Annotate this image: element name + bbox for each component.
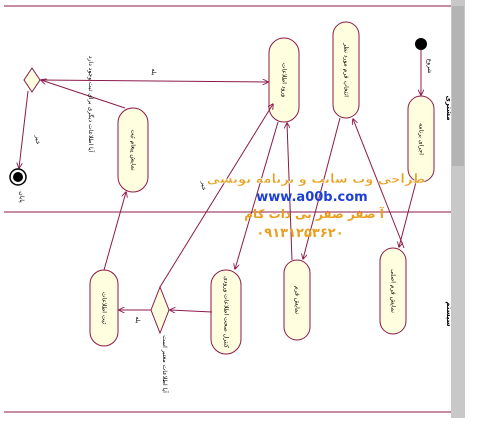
activity-enter-data: ورود اطلاعات	[268, 37, 300, 123]
svg-text:اجرای برنامه: اجرای برنامه	[418, 123, 425, 155]
svg-text:انتخاب فرم مورد نظر: انتخاب فرم مورد نظر	[343, 42, 350, 97]
watermark-line-4: ۰۹۱۳۱۲۵۳۶۲۰	[256, 226, 343, 241]
decision-more-data	[23, 67, 41, 93]
decision-note-valid: آیا اطلاعات معتبر است	[161, 335, 170, 393]
watermark: طراحی وب سایت و برنامه نویسی www.a00b.co…	[207, 172, 426, 241]
decision-valid-data	[150, 285, 170, 335]
activity-show-save-message: نمایش پیغام ثبت	[117, 107, 149, 193]
scrollbar-thumb[interactable]	[452, 6, 464, 166]
svg-text:ثبت اطلاعات: ثبت اطلاعات	[101, 292, 108, 325]
edge-label-no: خیر	[34, 135, 41, 145]
end-label: پایان	[18, 191, 25, 203]
edge-label-yes: بله	[150, 69, 157, 76]
activity-run-program: اجرای برنامه	[407, 95, 435, 183]
edge-label-no-2: خیر	[200, 181, 207, 191]
svg-text:کنترل صحت اطلاعات ورودی: کنترل صحت اطلاعات ورودی	[223, 276, 230, 348]
activity-validate-data: کنترل صحت اطلاعات ورودی	[210, 269, 242, 355]
start-node	[415, 38, 427, 50]
svg-text:نمایش فرم اصلی: نمایش فرم اصلی	[390, 269, 397, 313]
watermark-line-3: آ صفر صفر بی دات کام	[244, 206, 385, 222]
lane-label-system: سیستم	[445, 301, 453, 326]
svg-text:نمایش فرم: نمایش فرم	[294, 286, 301, 314]
end-node-core	[13, 172, 23, 182]
activity-save-data: ثبت اطلاعات	[89, 269, 119, 347]
lane-label-customer: مشتری	[445, 95, 453, 120]
activity-show-form: نمایش فرم	[283, 259, 311, 341]
svg-text:نمایش پیغام ثبت: نمایش پیغام ثبت	[130, 129, 137, 171]
start-label: شروع	[426, 59, 433, 74]
watermark-line-2: www.a00b.com	[256, 190, 367, 205]
watermark-line-1: طراحی وب سایت و برنامه نویسی	[207, 172, 425, 187]
activity-show-main-form: نمایش فرم اصلی	[379, 247, 407, 335]
edge-label-yes-2: بله	[134, 317, 141, 324]
svg-text:ورود اطلاعات: ورود اطلاعات	[281, 63, 288, 97]
activity-select-form: انتخاب فرم مورد نظر	[332, 21, 360, 119]
transitions	[19, 50, 421, 312]
decision-note-more: آیا اطلاعات دیگری برای ثبت وجود دارد	[87, 56, 96, 153]
